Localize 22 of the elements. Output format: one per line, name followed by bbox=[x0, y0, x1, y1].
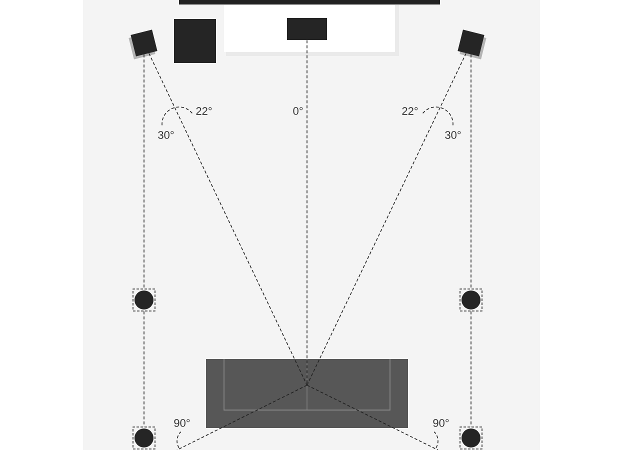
angle-label: 90° bbox=[174, 419, 190, 427]
speaker-symbol bbox=[132, 426, 156, 450]
angle-label: 30° bbox=[445, 131, 461, 139]
guide-line bbox=[306, 384, 438, 450]
speaker-symbol bbox=[460, 426, 482, 450]
guide-line bbox=[306, 52, 466, 386]
angle-label: 0° bbox=[293, 107, 303, 115]
speaker bbox=[458, 30, 486, 60]
angle-label: 90° bbox=[433, 419, 449, 427]
guide-line bbox=[470, 54, 472, 289]
guide-line bbox=[176, 384, 308, 450]
guide-line bbox=[148, 52, 308, 386]
speaker-symbol bbox=[132, 288, 156, 312]
sofa bbox=[206, 358, 408, 428]
guide-line bbox=[306, 40, 308, 386]
guide-line bbox=[470, 311, 472, 427]
angle-label: 30° bbox=[158, 131, 174, 139]
speaker bbox=[128, 30, 158, 60]
angle-label: 22° bbox=[196, 107, 212, 115]
speaker-symbol bbox=[460, 288, 482, 312]
speaker bbox=[287, 18, 327, 40]
angle-label: 22° bbox=[402, 107, 418, 115]
